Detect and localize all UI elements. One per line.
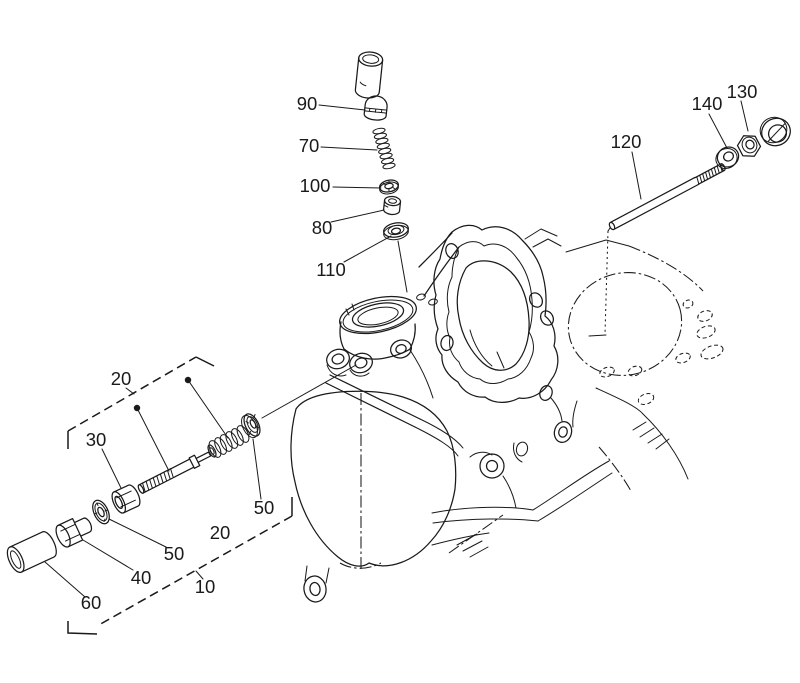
callout-70-leader <box>320 146 378 151</box>
callout-120-label: 120 <box>611 131 642 152</box>
deck-face <box>565 239 724 492</box>
callout-120-leader <box>631 151 642 200</box>
adjuster-axis-line <box>261 364 357 419</box>
part-120-stud <box>588 163 726 337</box>
callout-90-leader <box>318 104 366 111</box>
callout-50b-label: 50 <box>164 543 185 564</box>
valve-axis-line <box>397 240 408 293</box>
callout-60-label: 60 <box>81 592 102 613</box>
callout-40-label: 40 <box>131 567 152 588</box>
callout-20-dot-screw-leader <box>136 407 170 472</box>
callout-50a-label: 50 <box>254 497 275 518</box>
part-50-washer-front <box>92 499 110 525</box>
part-70-spring <box>372 127 396 170</box>
part-30-nut <box>111 484 141 514</box>
callout-20-dot-spring-leader <box>187 379 229 439</box>
part-20-adjusting-screw <box>137 451 212 494</box>
part-60-cap <box>6 531 57 574</box>
callout-70-label: 70 <box>299 135 320 156</box>
valve-port-boss <box>326 293 438 377</box>
callout-100-label: 100 <box>300 175 331 196</box>
callout-labels: 90 70 100 80 110 120 140 130 20 30 50 50… <box>81 81 758 613</box>
callout-130-label: 130 <box>727 81 758 102</box>
callout-40-leader <box>82 539 134 571</box>
callout-140-label: 140 <box>692 93 723 114</box>
callout-leaders <box>44 100 749 598</box>
ribs <box>325 349 613 558</box>
part-130-nut <box>736 135 762 157</box>
callout-100-leader <box>332 186 382 189</box>
part-80-seat <box>383 195 402 216</box>
housing-drawing <box>290 224 724 603</box>
part-20-spring <box>208 425 250 458</box>
callout-140-leader <box>708 113 728 149</box>
subassembly-10-box <box>67 356 293 635</box>
part-40-plug <box>55 517 93 548</box>
callout-20a-leader <box>125 387 135 395</box>
callout-90-label: 90 <box>297 93 318 114</box>
callout-10-leader <box>195 570 204 580</box>
part-110-washer <box>383 222 409 241</box>
callout-30-label: 30 <box>86 429 107 450</box>
callout-20a-label: 20 <box>111 368 132 389</box>
callout-30-leader <box>101 448 122 489</box>
callout-50a-leader <box>252 438 262 500</box>
bell-flange <box>433 224 578 463</box>
callout-110-leader <box>343 235 392 263</box>
callout-10-label: 10 <box>195 576 216 597</box>
part-50-washer-rear <box>241 413 261 439</box>
callout-50b-leader <box>108 518 167 548</box>
part-140-washer <box>715 146 740 170</box>
spring-retainer-ring <box>207 444 217 458</box>
seal-ring <box>759 116 791 147</box>
callout-80-leader <box>330 209 385 223</box>
part-100-washer <box>379 179 399 195</box>
valve-cap <box>354 51 384 99</box>
callout-60-leader <box>44 561 86 598</box>
callout-110-label: 110 <box>316 259 346 280</box>
callout-130-leader <box>740 100 749 132</box>
clutch-dome <box>290 390 457 603</box>
callout-80-label: 80 <box>312 217 333 238</box>
callout-20b-label: 20 <box>210 522 231 543</box>
part-90-plug <box>363 95 388 121</box>
